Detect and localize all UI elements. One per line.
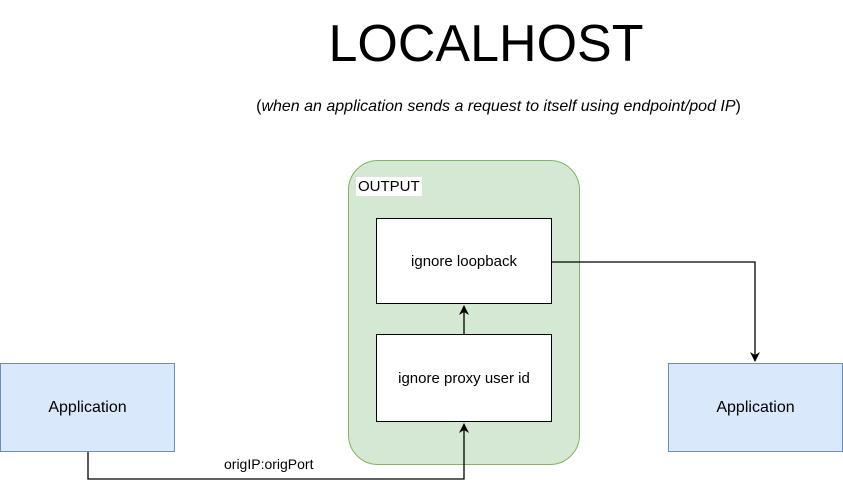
orig-ip-port-label: origIP:origPort — [223, 455, 315, 473]
subtitle-text: when an application sends a request to i… — [261, 98, 736, 115]
subtitle-close-paren: ) — [735, 98, 741, 115]
edge-app-to-proxy-check — [87, 423, 469, 480]
ignore-proxy-user-id-node: ignore proxy user id — [376, 334, 552, 422]
diagram-title: LOCALHOST — [328, 15, 644, 73]
diagram-subtitle: (when an application sends a request to … — [0, 97, 843, 117]
application-right-node: Application — [668, 363, 843, 452]
application-left-node: Application — [0, 363, 175, 452]
ignore-proxy-user-id-label: ignore proxy user id — [398, 369, 530, 387]
ignore-loopback-label: ignore loopback — [411, 252, 517, 270]
subtitle-open-paren: ( — [256, 98, 262, 115]
output-chain-label: OUTPUT — [356, 177, 422, 196]
ignore-loopback-node: ignore loopback — [376, 218, 552, 304]
application-left-label: Application — [48, 398, 127, 416]
application-right-label: Application — [716, 398, 795, 416]
edge-loopback-to-app — [552, 261, 760, 362]
